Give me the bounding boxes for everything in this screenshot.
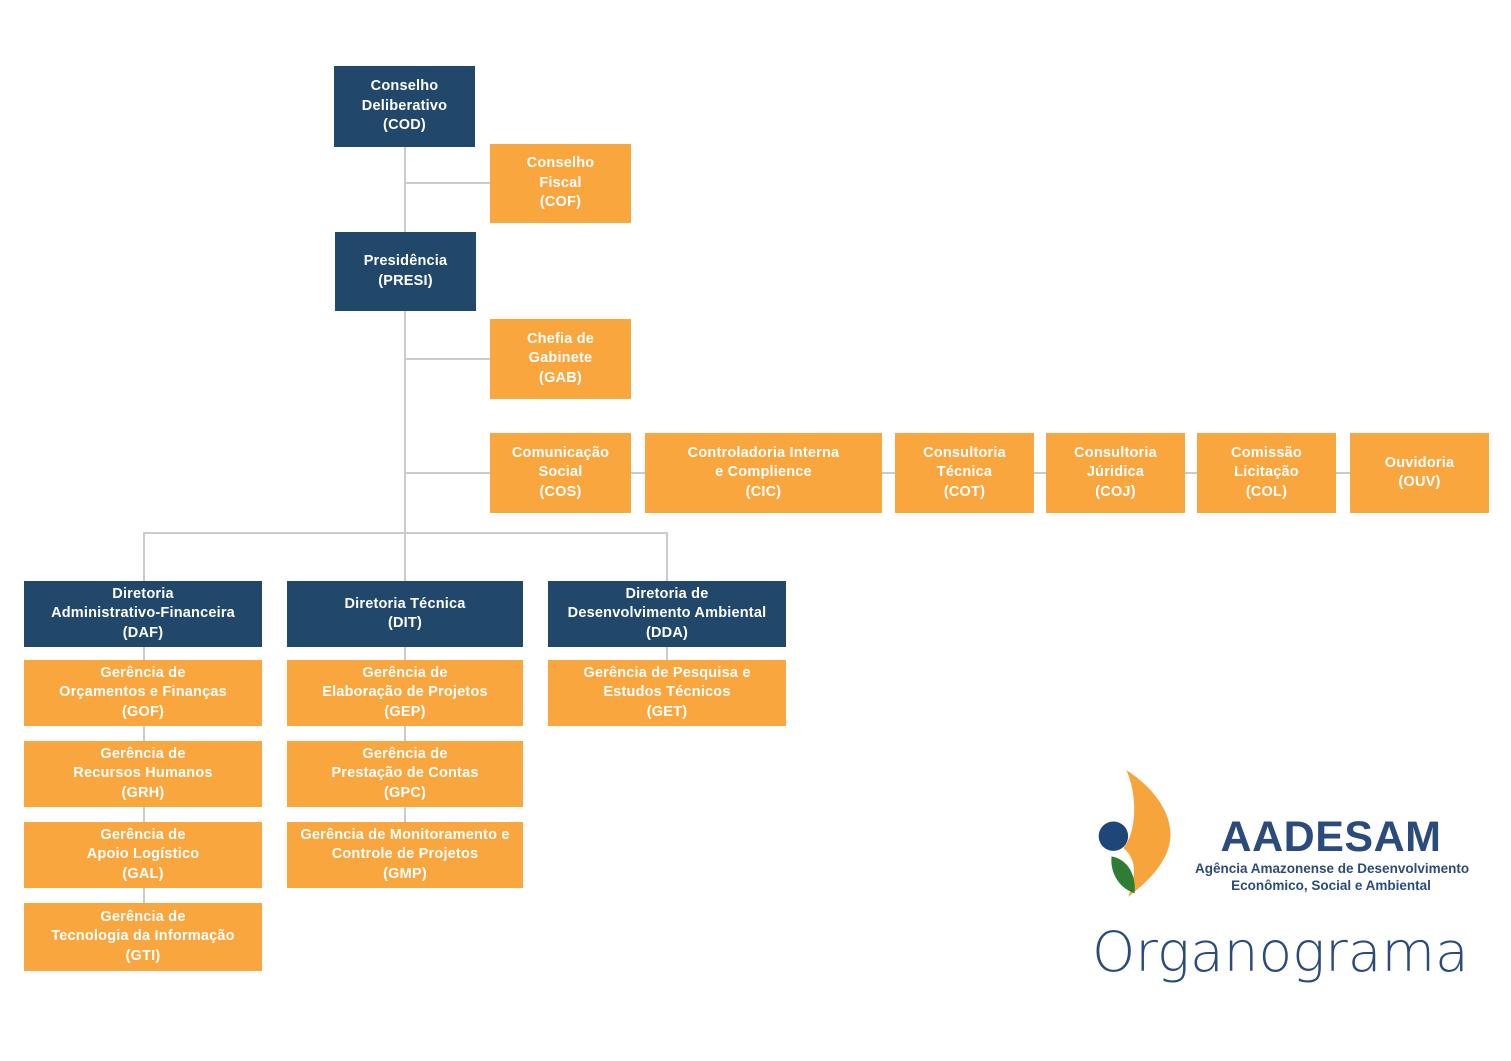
connector-line — [143, 532, 667, 534]
org-node-presi: Presidência (PRESI) — [335, 232, 476, 311]
org-node-dda: Diretoria de Desenvolvimento Ambiental (… — [548, 581, 786, 647]
connector-line — [143, 647, 145, 660]
connector-line — [882, 472, 895, 474]
org-node-coj: Consultoria Júridica (COJ) — [1046, 433, 1185, 513]
logo-swoosh-shape — [1123, 769, 1171, 897]
org-node-dit: Diretoria Técnica (DIT) — [287, 581, 523, 647]
connector-line — [143, 888, 145, 903]
connector-line — [143, 807, 145, 822]
connector-line — [143, 532, 145, 581]
connector-line — [405, 358, 490, 360]
connector-line — [1336, 472, 1350, 474]
org-node-gof: Gerência de Orçamentos e Finanças (GOF) — [24, 660, 262, 726]
brand-tagline-line1: Agência Amazonense de Desenvolvimento — [1195, 861, 1470, 876]
org-node-gti: Gerência de Tecnologia da Informação (GT… — [24, 903, 262, 971]
connector-line — [405, 472, 490, 474]
page-title: Organograma — [1092, 920, 1469, 984]
org-node-col: Comissão Licitação (COL) — [1197, 433, 1336, 513]
connector-line — [666, 532, 668, 581]
org-node-cof: Conselho Fiscal (COF) — [490, 144, 631, 223]
org-node-gmp: Gerência de Monitoramento e Controle de … — [287, 822, 523, 888]
org-node-ouv: Ouvidoria (OUV) — [1350, 433, 1489, 513]
org-node-gab: Chefia de Gabinete (GAB) — [490, 319, 631, 399]
connector-line — [404, 647, 406, 660]
connector-line — [404, 807, 406, 822]
connector-line — [404, 726, 406, 741]
org-node-cot: Consultoria Técnica (COT) — [895, 433, 1034, 513]
logo-circle-shape — [1098, 821, 1129, 851]
org-node-get: Gerência de Pesquisa e Estudos Técnicos … — [548, 660, 786, 726]
org-node-grh: Gerência de Recursos Humanos (GRH) — [24, 741, 262, 807]
org-node-daf: Diretoria Administrativo-Financeira (DAF… — [24, 581, 262, 647]
connector-line — [666, 647, 668, 660]
brand-tagline-line2: Econômico, Social e Ambiental — [1231, 877, 1431, 893]
connector-line — [1034, 472, 1046, 474]
org-node-gep: Gerência de Elaboração de Projetos (GEP) — [287, 660, 523, 726]
org-node-gpc: Gerência de Prestação de Contas (GPC) — [287, 741, 523, 807]
brand-block: AADESAM Agência Amazonense de Desenvolvi… — [1195, 813, 1470, 895]
org-node-cos: Comunicação Social (COS) — [490, 433, 631, 513]
connector-line — [631, 472, 645, 474]
aadesam-logo-mark — [1098, 769, 1171, 897]
org-node-cic: Controladoria Interna e Complience (CIC) — [645, 433, 882, 513]
connector-line — [404, 311, 406, 581]
connector-line — [405, 182, 490, 184]
brand-name: AADESAM — [1220, 813, 1442, 861]
connector-line — [404, 147, 406, 232]
org-node-gal: Gerência de Apoio Logístico (GAL) — [24, 822, 262, 888]
logo-leaf-shape — [1111, 856, 1135, 894]
connector-line — [1185, 472, 1197, 474]
connector-line — [143, 726, 145, 741]
org-node-cod: Conselho Deliberativo (COD) — [334, 66, 475, 147]
